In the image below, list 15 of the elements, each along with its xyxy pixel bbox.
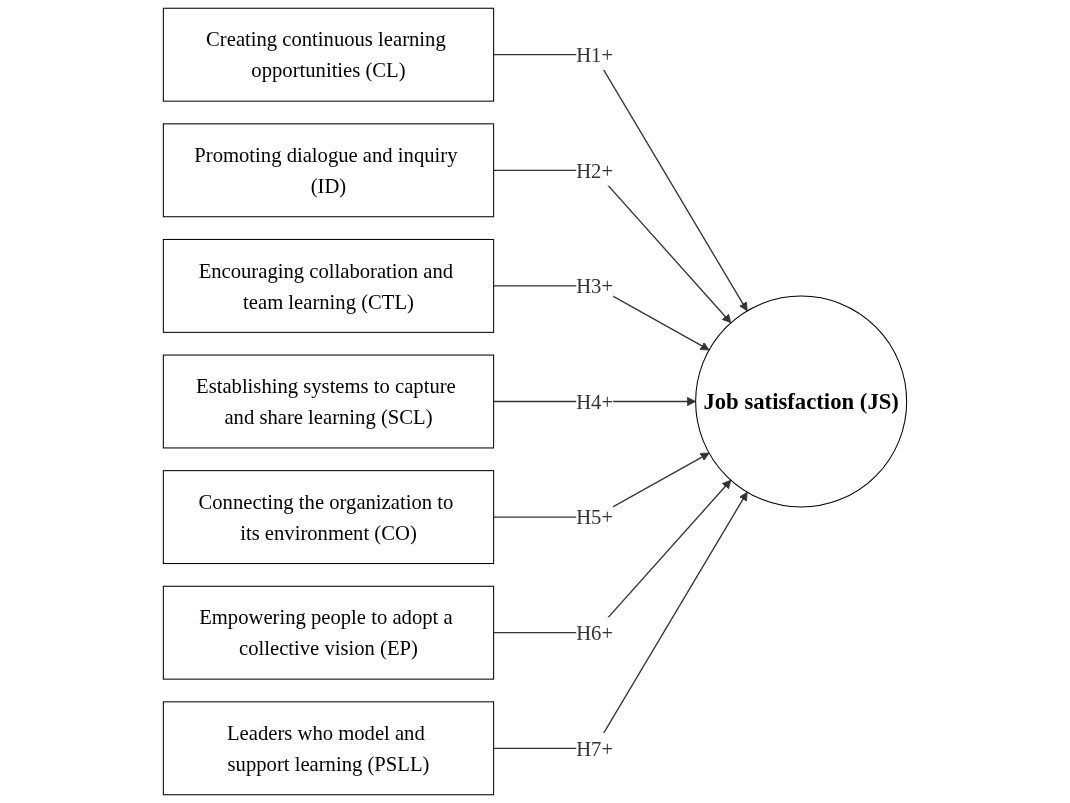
node-box: Promoting dialogue and inquiry (ID)	[162, 123, 495, 218]
node-box: Establishing systems to capture and share learning (SCL)	[162, 354, 495, 449]
edge-label: H5+	[576, 505, 614, 529]
node-box: Connecting the organization to its environment (CO)	[162, 470, 495, 565]
edge-label: H2+	[576, 158, 614, 182]
edge-label: H3+	[576, 274, 614, 298]
edge-label: H6+	[576, 621, 614, 645]
edge-label: H4+	[576, 390, 614, 413]
node-box: Empowering people to adopt a collective vision (EP)	[162, 585, 495, 680]
edge-label: H1+	[576, 43, 614, 67]
node-circle: Job satisfaction (JS)	[695, 295, 908, 508]
edge-label: H7+	[576, 736, 614, 760]
node-box: Creating continuous learning opportunities (CL)	[162, 7, 495, 102]
node-box: Leaders who model and support learning (PSLL)	[162, 701, 495, 796]
node-box: Encouraging collaboration and team learning (CTL)	[162, 238, 495, 333]
